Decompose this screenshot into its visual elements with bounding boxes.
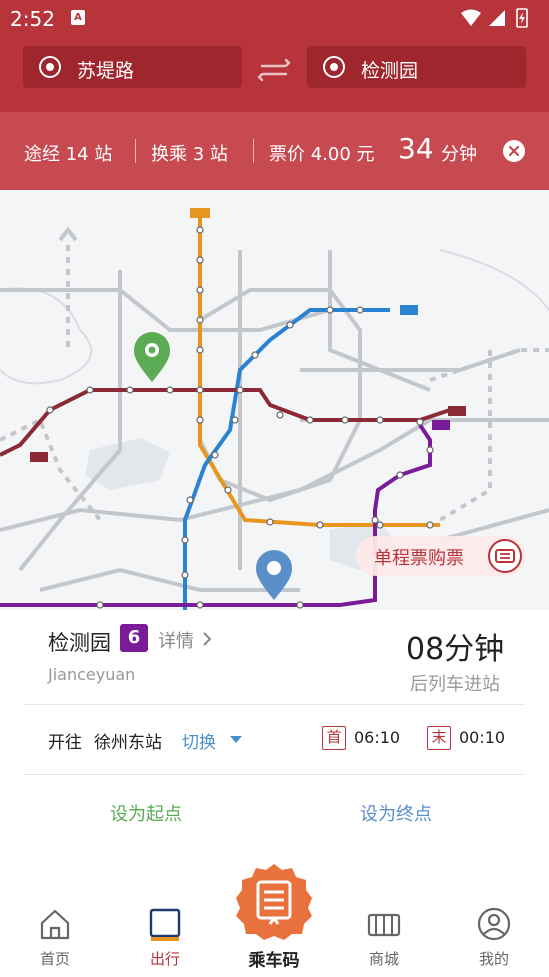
app-notification-icon: A	[71, 10, 85, 25]
status-bar: 2:52 A	[0, 0, 549, 36]
destination-station-field[interactable]: 检测园	[307, 46, 526, 88]
transfer-stations: 换乘 3 站	[151, 140, 228, 166]
set-as-start-button[interactable]: 设为起点	[110, 804, 182, 825]
via-unit: 站	[94, 144, 113, 165]
fare-prefix: 票价	[269, 144, 305, 165]
first-train-tag: 首	[322, 726, 346, 750]
last-train-tag: 末	[427, 726, 451, 750]
transfer-prefix: 换乘	[151, 144, 187, 165]
set-as-end-button[interactable]: 设为终点	[360, 804, 432, 825]
origin-station-field[interactable]: 苏堤路	[23, 46, 242, 88]
duration-unit: 分钟	[441, 144, 477, 165]
via-prefix: 途经	[24, 144, 60, 165]
nav-mine[interactable]: 我的	[454, 900, 534, 977]
signal-icon	[489, 10, 505, 26]
destination-pin-icon	[256, 550, 292, 600]
next-train-eta-label: 后列车进站	[410, 674, 500, 695]
nav-home[interactable]: 首页	[15, 900, 95, 977]
nav-mine-label: 我的	[478, 950, 509, 968]
switch-direction-button[interactable]: 切换	[182, 733, 216, 753]
line-3-path	[183, 308, 390, 610]
wifi-icon	[461, 9, 481, 26]
origin-pin-icon	[134, 332, 170, 382]
fare-unit: 元	[356, 144, 375, 165]
detail-label: 详情	[158, 631, 194, 652]
duration-value: 34	[398, 132, 434, 165]
swap-stations-icon[interactable]	[256, 56, 292, 84]
nav-ride-label: 乘车码	[248, 951, 300, 971]
single-ticket-label: 单程票购票	[374, 548, 464, 569]
via-stations: 途经 14 站	[24, 140, 112, 166]
status-time: 2:52	[10, 7, 55, 31]
line-6-badge	[432, 420, 450, 430]
lake-shape	[85, 438, 170, 490]
nav-travel[interactable]: 出行	[125, 900, 205, 977]
station-pinyin: Jianceyuan	[48, 665, 136, 684]
transfer-count: 3	[192, 144, 205, 165]
next-train-eta: 08分钟	[406, 632, 505, 667]
last-train-time: 00:10	[459, 728, 506, 747]
future-arrow-icon	[58, 226, 78, 242]
ride-code-icon	[236, 864, 312, 940]
destination-station-label: 检测园	[361, 60, 419, 82]
future-lines	[0, 245, 549, 522]
metro-map[interactable]: 单程票购票	[0, 190, 549, 610]
mall-icon	[367, 913, 401, 937]
divider	[135, 139, 136, 163]
line-1-badge	[30, 452, 48, 462]
line-3-badge	[400, 305, 418, 315]
line-1-badge	[448, 406, 466, 416]
nav-mall[interactable]: 商城	[344, 900, 424, 977]
fare: 票价 4.00 元	[269, 140, 375, 166]
ticket-icon	[488, 539, 522, 573]
nav-ride-code[interactable]: 乘车码	[234, 862, 314, 977]
close-icon[interactable]	[503, 140, 525, 162]
direction-destination: 徐州东站	[94, 733, 162, 753]
system-status-icons	[461, 8, 528, 28]
profile-icon	[477, 907, 511, 941]
origin-dot-icon	[39, 56, 61, 78]
station-name: 检测园	[48, 631, 111, 655]
nav-travel-label: 出行	[149, 950, 180, 968]
chevron-right-icon	[203, 632, 212, 646]
travel-icon	[149, 908, 181, 941]
line-2-badge	[190, 208, 210, 218]
route-summary: 途经 14 站 换乘 3 站 票价 4.00 元 34 分钟	[0, 112, 549, 190]
origin-station-label: 苏堤路	[77, 60, 135, 82]
nav-home-label: 首页	[39, 950, 70, 968]
destination-dot-icon	[323, 56, 345, 78]
divider	[24, 704, 525, 705]
station-dots	[46, 226, 434, 609]
route-header: 苏堤路 检测园	[0, 36, 549, 112]
nav-mall-label: 商城	[368, 950, 399, 968]
single-ticket-button[interactable]: 单程票购票	[356, 536, 526, 576]
first-train-time: 06:10	[354, 728, 401, 747]
transfer-unit: 站	[209, 144, 228, 165]
line-2-path	[198, 215, 440, 527]
direction-prefix: 开往	[48, 733, 82, 753]
metro-map-canvas	[0, 208, 549, 610]
station-detail-link[interactable]: 详情	[158, 627, 212, 653]
fare-value: 4.00	[310, 144, 351, 165]
home-icon	[40, 909, 70, 940]
via-count: 14	[65, 144, 89, 165]
divider	[253, 139, 254, 163]
divider	[24, 774, 525, 775]
battery-icon	[516, 8, 528, 28]
line-badge: 6	[120, 624, 148, 652]
caret-down-icon[interactable]	[230, 736, 242, 743]
station-info-card: 检测园 6 详情 Jianceyuan 08分钟 后列车进站 开往 徐州东站 切…	[0, 610, 549, 900]
